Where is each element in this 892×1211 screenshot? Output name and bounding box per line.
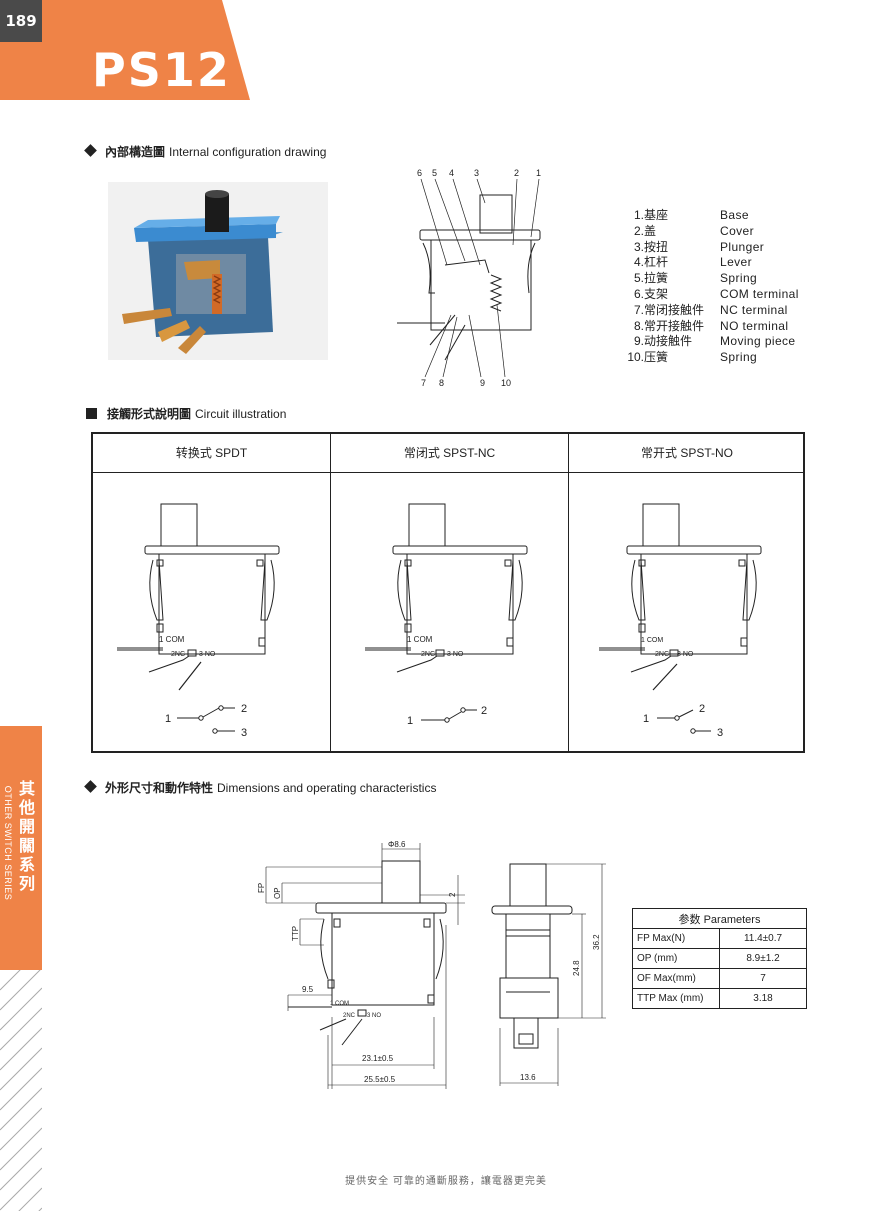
callout-5: 5 bbox=[432, 168, 437, 178]
params-title: 参数 Parameters bbox=[632, 908, 807, 929]
contact-2: 2 bbox=[481, 705, 487, 717]
contact-1: 1 bbox=[165, 713, 171, 725]
side-hatch-pattern bbox=[0, 970, 42, 1211]
circuit-col-spdt: 转换式 SPDT bbox=[93, 434, 331, 751]
internal-section-drawing: 6 5 4 3 2 1 7 8 9 10 bbox=[397, 168, 541, 388]
circuit-header: 常闭式 SPST-NC bbox=[331, 434, 568, 473]
diamond-bullet-icon bbox=[84, 780, 97, 793]
dim-phi: Φ8.6 bbox=[388, 840, 406, 849]
terminal-nc: 2NC bbox=[421, 651, 435, 658]
dim-9-5: 9.5 bbox=[302, 985, 314, 994]
terminal-nc: 2NC bbox=[655, 651, 669, 658]
contact-3: 3 bbox=[717, 727, 723, 739]
callout-4: 4 bbox=[449, 168, 454, 178]
circuit-col-nc: 常闭式 SPST-NC bbox=[331, 434, 569, 751]
terminal-no: 3 NO bbox=[447, 651, 464, 658]
terminal-no: 3 NO bbox=[199, 651, 216, 658]
callout-8: 8 bbox=[439, 378, 444, 388]
dim-13-6: 13.6 bbox=[520, 1073, 536, 1082]
section-title-cn: 內部構造圖 bbox=[105, 145, 166, 159]
side-series-cn: 其 他 開 關 系 列 bbox=[18, 781, 35, 893]
terminal-com: 1 COM bbox=[159, 635, 185, 644]
dim-ttp: TTP bbox=[291, 926, 300, 941]
section-title-cn: 外形尺寸和動作特性 bbox=[105, 781, 214, 795]
contact-1: 1 bbox=[643, 713, 649, 725]
side-series-en: OTHER SWITCH SERIES bbox=[3, 785, 13, 901]
page-number: 189 bbox=[0, 0, 42, 42]
callout-10: 10 bbox=[501, 378, 511, 388]
dim-24-8: 24.8 bbox=[572, 960, 581, 976]
dim-fp: FP bbox=[257, 883, 266, 893]
dim-2: 2 bbox=[448, 892, 457, 897]
table-row: TTP Max (mm)3.18 bbox=[632, 988, 807, 1009]
table-row: FP Max(N)11.4±0.7 bbox=[632, 928, 807, 949]
terminal-com: 1 COM bbox=[407, 635, 433, 644]
terminal-com: 1 COM bbox=[330, 1001, 349, 1007]
diamond-bullet-icon bbox=[84, 144, 97, 157]
terminal-no: 3 NO bbox=[677, 651, 694, 658]
dim-op: OP bbox=[273, 887, 282, 899]
product-3d-render bbox=[108, 182, 328, 360]
side-series-tab bbox=[0, 726, 42, 970]
callout-3: 3 bbox=[474, 168, 479, 178]
dim-36-2: 36.2 bbox=[592, 934, 601, 950]
terminal-nc: 2NC bbox=[171, 651, 185, 658]
table-row: OP (mm)8.9±1.2 bbox=[632, 948, 807, 969]
section-title-en: Circuit illustration bbox=[195, 407, 287, 421]
circuit-col-no: 常开式 SPST-NO bbox=[569, 434, 805, 751]
section-title-cn: 接觸形式說明圖 bbox=[107, 407, 192, 421]
callout-2: 2 bbox=[514, 168, 519, 178]
callout-7: 7 bbox=[421, 378, 426, 388]
table-row: OF Max(mm)7 bbox=[632, 968, 807, 989]
square-bullet-icon bbox=[86, 408, 97, 419]
terminal-nc: 2NC bbox=[343, 1013, 356, 1019]
circuit-header: 转换式 SPDT bbox=[93, 434, 330, 473]
footer-slogan: 提供安全 可靠的通斷服務，讓電器更完美 bbox=[345, 1176, 547, 1187]
dim-25-5: 25.5±0.5 bbox=[364, 1075, 396, 1084]
contact-2: 2 bbox=[241, 703, 247, 715]
contact-1: 1 bbox=[407, 715, 413, 727]
contact-2: 2 bbox=[699, 703, 705, 715]
dimension-side-view: 24.8 36.2 13.6 bbox=[491, 863, 606, 1086]
dim-23-1: 23.1±0.5 bbox=[362, 1054, 394, 1063]
section-title-en: Dimensions and operating characteristics bbox=[217, 781, 437, 795]
dimension-front-view: Φ8.6 FP OP TTP 2 9.5 1 COM 2NC 3 NO 23.1… bbox=[257, 840, 465, 1089]
circuit-header: 常开式 SPST-NO bbox=[569, 434, 805, 473]
callout-9: 9 bbox=[480, 378, 485, 388]
callout-1: 1 bbox=[536, 168, 541, 178]
circuit-table: 转换式 SPDT 常闭式 SPST-NC 常开式 SPST-NO bbox=[91, 432, 805, 753]
contact-3: 3 bbox=[241, 727, 247, 739]
model-title: PS12 bbox=[92, 43, 231, 97]
circuit-drawings: 1 COM 2NC 3 NO 1 2 3 1 COM 2NC 3 NO 1 2 bbox=[116, 503, 762, 739]
terminal-no: 3 NO bbox=[367, 1013, 381, 1019]
section-title-en: Internal configuration drawing bbox=[169, 145, 327, 159]
callout-6: 6 bbox=[417, 168, 422, 178]
terminal-com: 1 COM bbox=[641, 637, 663, 644]
parameters-table: 参数 Parameters FP Max(N)11.4±0.7 OP (mm)8… bbox=[632, 908, 807, 1009]
